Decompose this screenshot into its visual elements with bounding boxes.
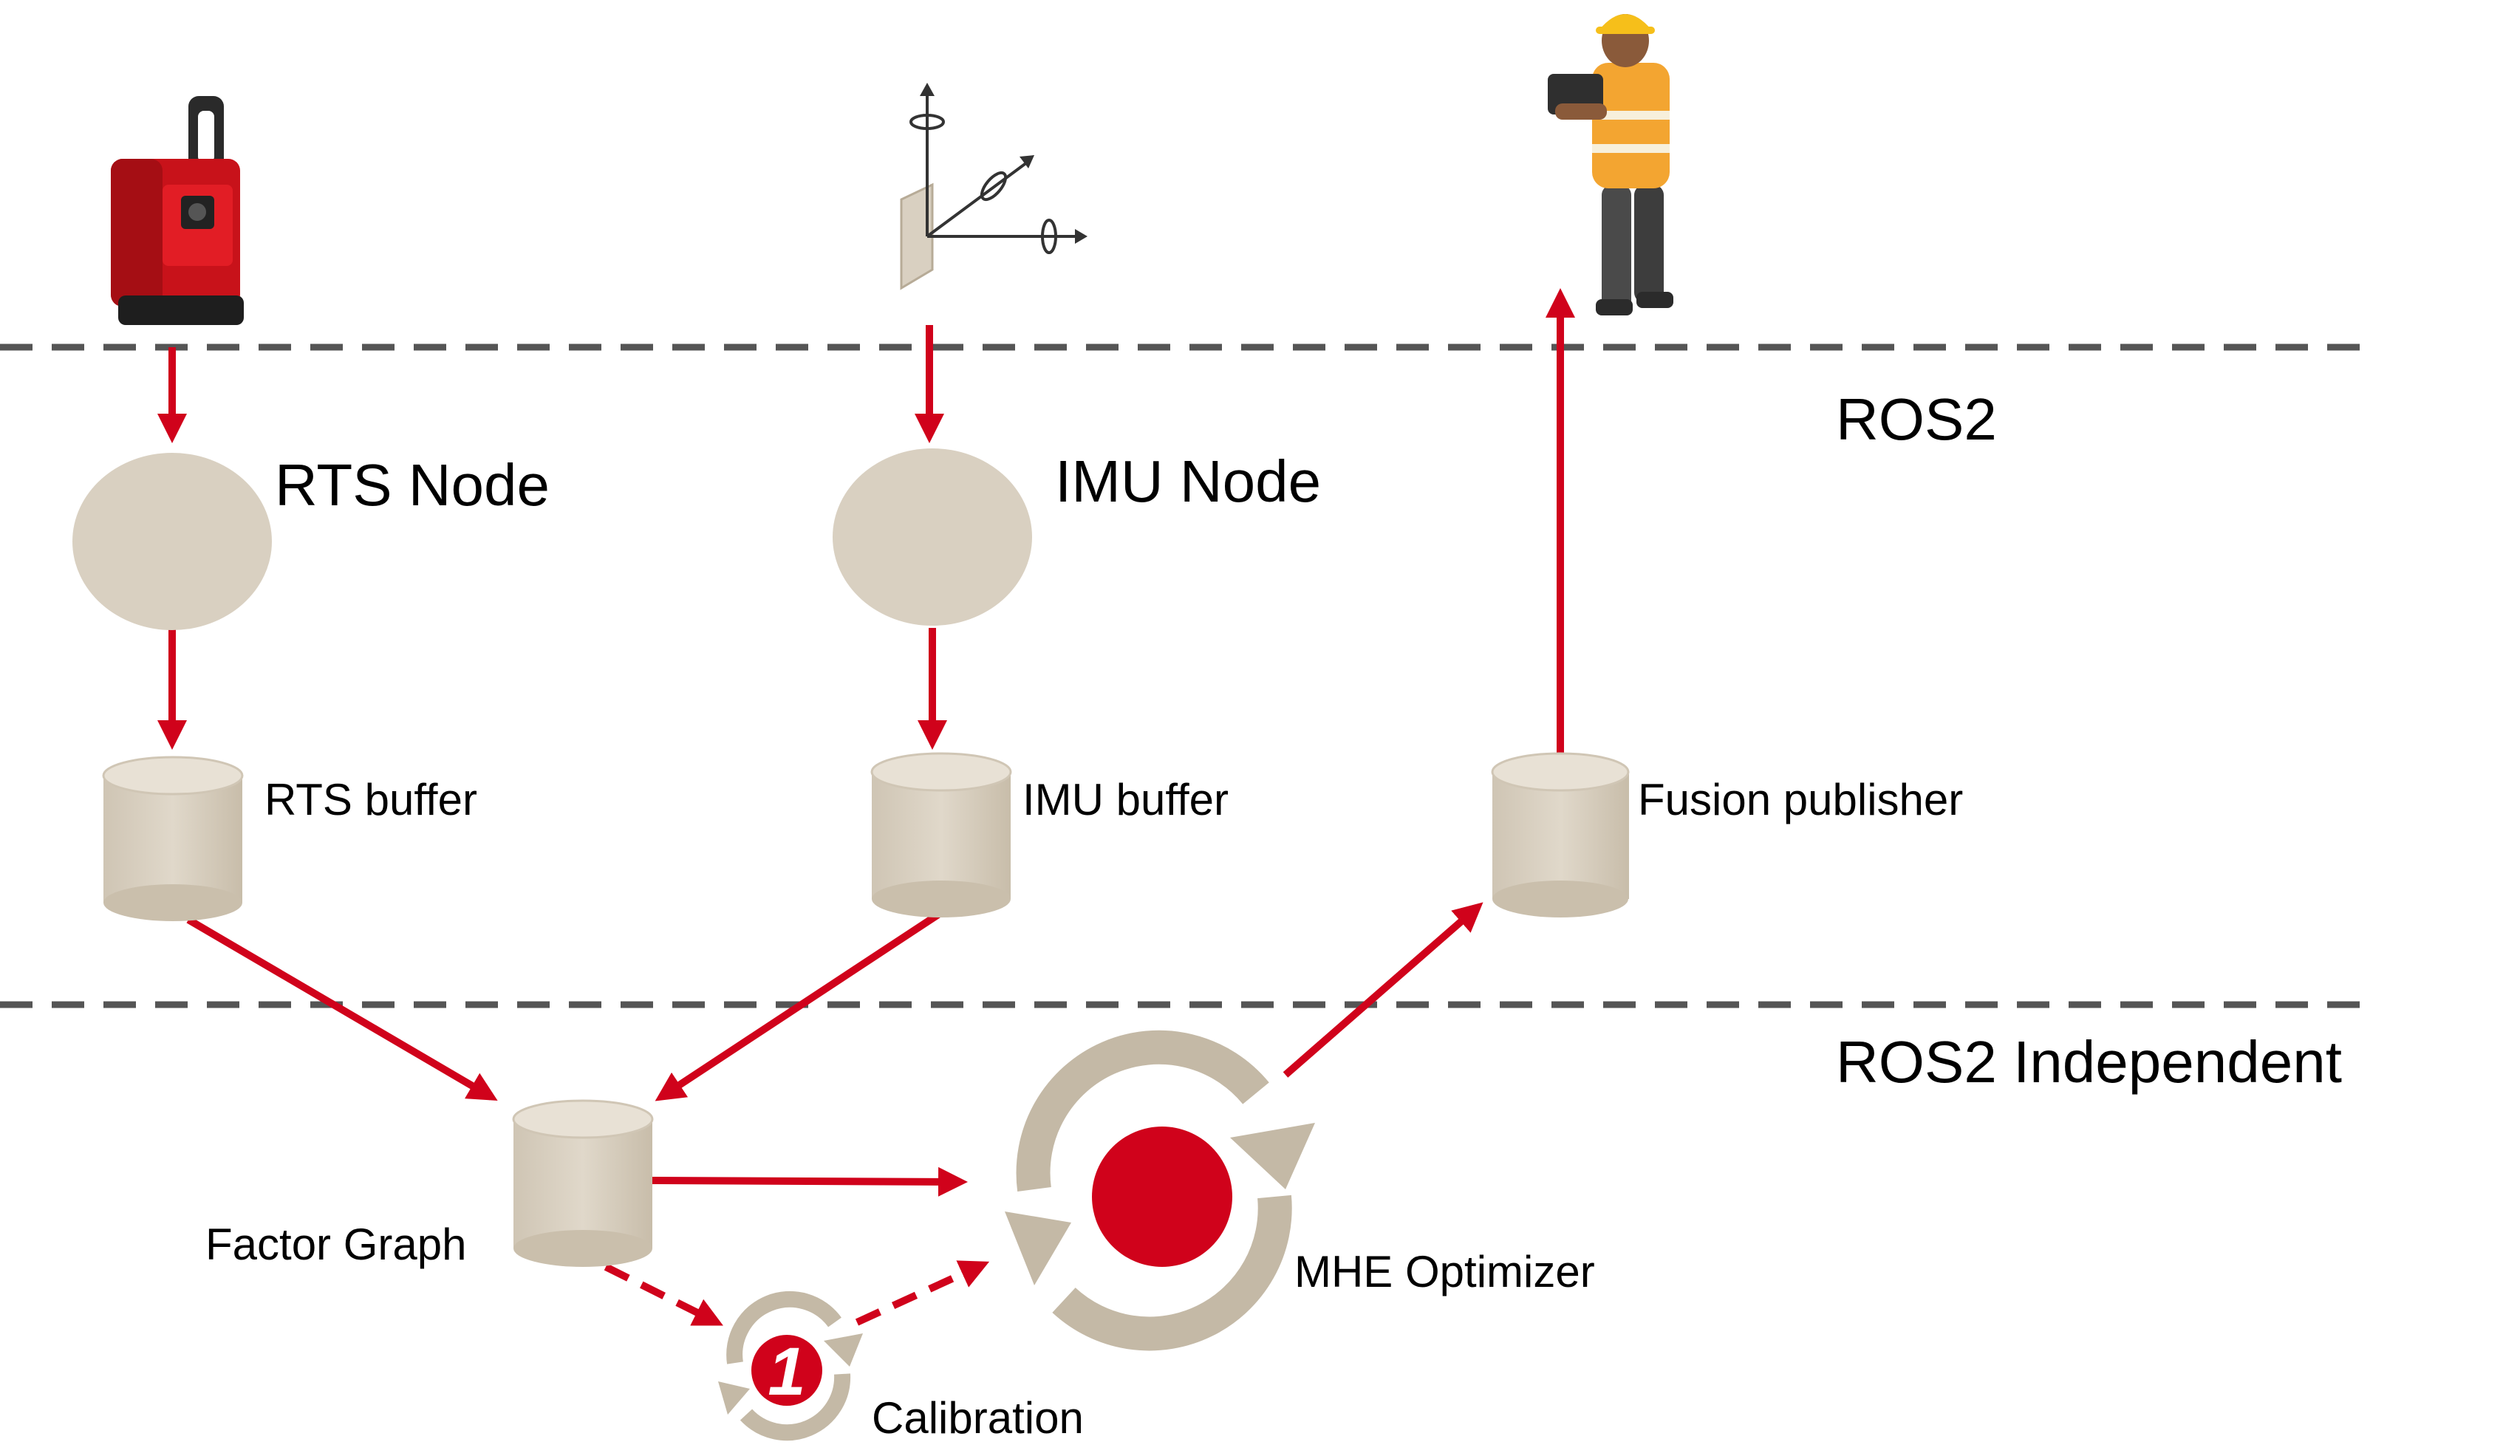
- rts-buffer-cylinder[interactable]: [102, 756, 244, 921]
- mhe-core: [1092, 1127, 1232, 1267]
- cycle-one-icon[interactable]: 1: [718, 1291, 863, 1441]
- construction-worker-icon: [1548, 14, 1673, 315]
- calibration-badge-number: 1: [768, 1334, 805, 1409]
- arrow-calibration-to-mhe: [855, 1260, 990, 1326]
- factor-graph-label: Factor Graph: [205, 1220, 467, 1269]
- calibration-arrows: [604, 1260, 990, 1326]
- rts-node-label: RTS Node: [275, 452, 550, 518]
- zone-label-ros2-independent: ROS2 Independent: [1836, 1029, 2342, 1095]
- cycle-icon[interactable]: [1005, 1030, 1315, 1351]
- flow-arrows: [157, 288, 1575, 1197]
- factor-graph-cylinder[interactable]: [512, 1099, 654, 1267]
- calibration-label: Calibration: [872, 1393, 1084, 1443]
- imu-buffer-label: IMU buffer: [1022, 775, 1229, 824]
- imu-node-label: IMU Node: [1055, 448, 1322, 514]
- imu-axes-icon: [900, 83, 1087, 290]
- total-station-icon: [111, 96, 244, 325]
- imu-buffer-cylinder[interactable]: [870, 752, 1012, 917]
- rts-node-shape[interactable]: [72, 453, 272, 630]
- arrow-mhe-to-fusion: [1283, 902, 1483, 1078]
- arrow-factor-graph-to-calibration: [604, 1263, 723, 1326]
- arrow-factor-graph-to-mhe: [649, 1166, 968, 1197]
- rts-buffer-label: RTS buffer: [264, 775, 477, 824]
- arrow-imu-buffer-to-factor-graph: [655, 911, 940, 1101]
- arrow-rts-buffer-to-factor-graph: [186, 916, 498, 1101]
- fusion-publisher-cylinder[interactable]: [1491, 752, 1630, 917]
- mhe-optimizer-label: MHE Optimizer: [1294, 1247, 1595, 1296]
- zone-label-ros2: ROS2: [1836, 386, 1997, 452]
- fusion-publisher-label: Fusion publisher: [1638, 775, 1964, 824]
- imu-node-shape[interactable]: [833, 448, 1032, 626]
